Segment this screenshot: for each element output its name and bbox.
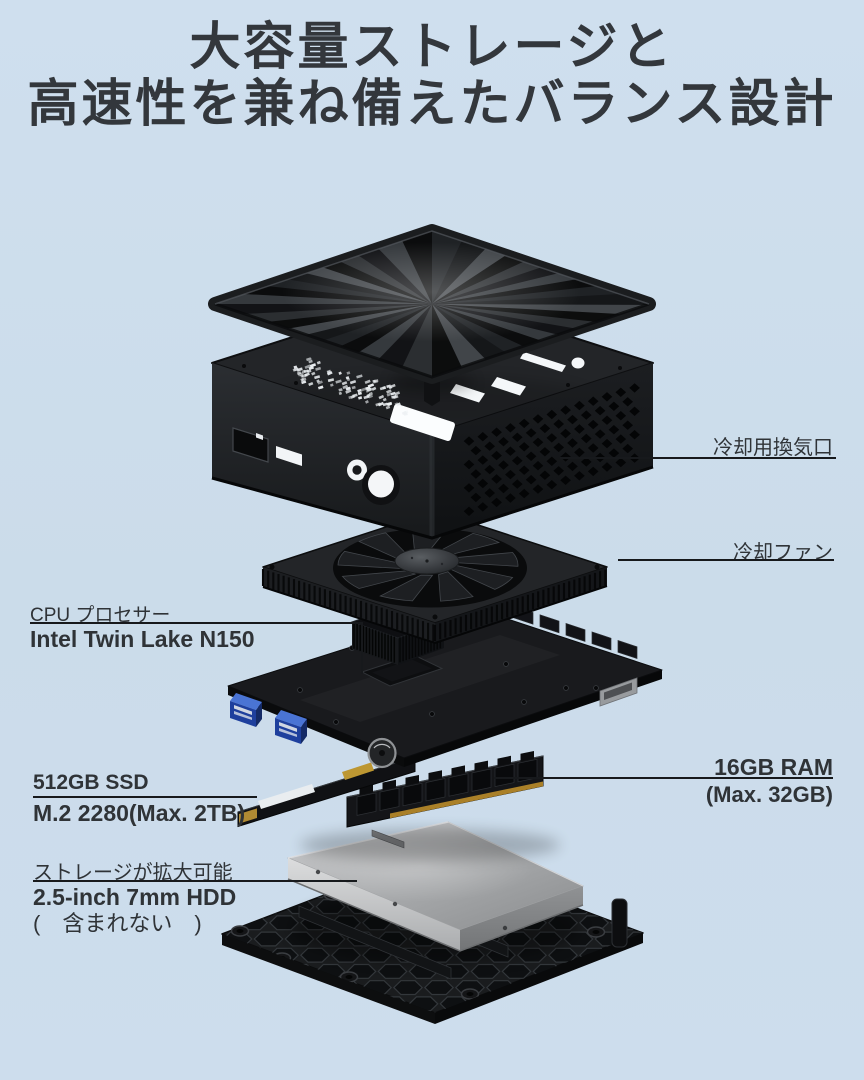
- callout-note-storage: ( 含まれない ): [33, 911, 202, 936]
- cooling-fan-illustration: [261, 510, 608, 645]
- front-ports-illustration: [232, 427, 400, 505]
- ssd-logo: [342, 762, 374, 780]
- callout-label-cpu: CPU プロセサー: [30, 605, 171, 626]
- callout-label-fan: 冷却ファン: [733, 542, 833, 564]
- callout-line-ram: [494, 777, 833, 779]
- page-title-line2: 高速性を兼ね備えたバランス設計: [27, 75, 837, 132]
- callout-line-vent: [560, 457, 836, 459]
- hdd-mount-rail: [298, 905, 452, 980]
- cover-latch-tab: [611, 898, 628, 948]
- callout-label-ssd: 512GB SSD: [33, 771, 149, 794]
- ssd-gold-contacts: [239, 808, 257, 824]
- capacitor-illustration: [367, 737, 397, 769]
- ssd-label: [258, 784, 315, 809]
- ram-module-illustration: [346, 751, 544, 828]
- callout-label-vent: 冷却用換気口: [713, 437, 833, 459]
- m2-ssd-illustration: [237, 756, 416, 828]
- callout-line-cpu: [30, 622, 363, 624]
- callout-line-fan: [618, 559, 834, 561]
- top-cover-illustration: [208, 224, 656, 384]
- fan-stem: [424, 377, 440, 406]
- side-vent-pattern: [463, 383, 640, 516]
- page-title: 大容量ストレージと 高速性を兼ね備えたバランス設計: [0, 18, 864, 132]
- callout-value-ram: (Max. 32GB): [705, 782, 833, 807]
- callout-value-cpu: Intel Twin Lake N150: [30, 626, 255, 652]
- callout-value-ssd: M.2 2280(Max. 2TB): [33, 800, 246, 826]
- callout-line-ssd: [33, 796, 257, 798]
- usb-port-illustration: [230, 693, 262, 727]
- callout-value-storage: 2.5-inch 7mm HDD: [33, 884, 237, 910]
- callout-label-ram: 16GB RAM: [714, 754, 833, 780]
- top-vent-pattern: [292, 357, 409, 416]
- ssd-ram-illustration: [237, 751, 560, 861]
- page-title-line1: 大容量ストレージと: [189, 18, 675, 75]
- callout-label-storage: ストレージが拡大可能: [33, 862, 233, 884]
- callout-line-cpu-vertical: [361, 622, 363, 674]
- callout-line-storage: [33, 880, 357, 882]
- ram-gold-contacts: [390, 781, 543, 819]
- power-button: [368, 470, 394, 498]
- hdmi-cutout: [276, 446, 302, 466]
